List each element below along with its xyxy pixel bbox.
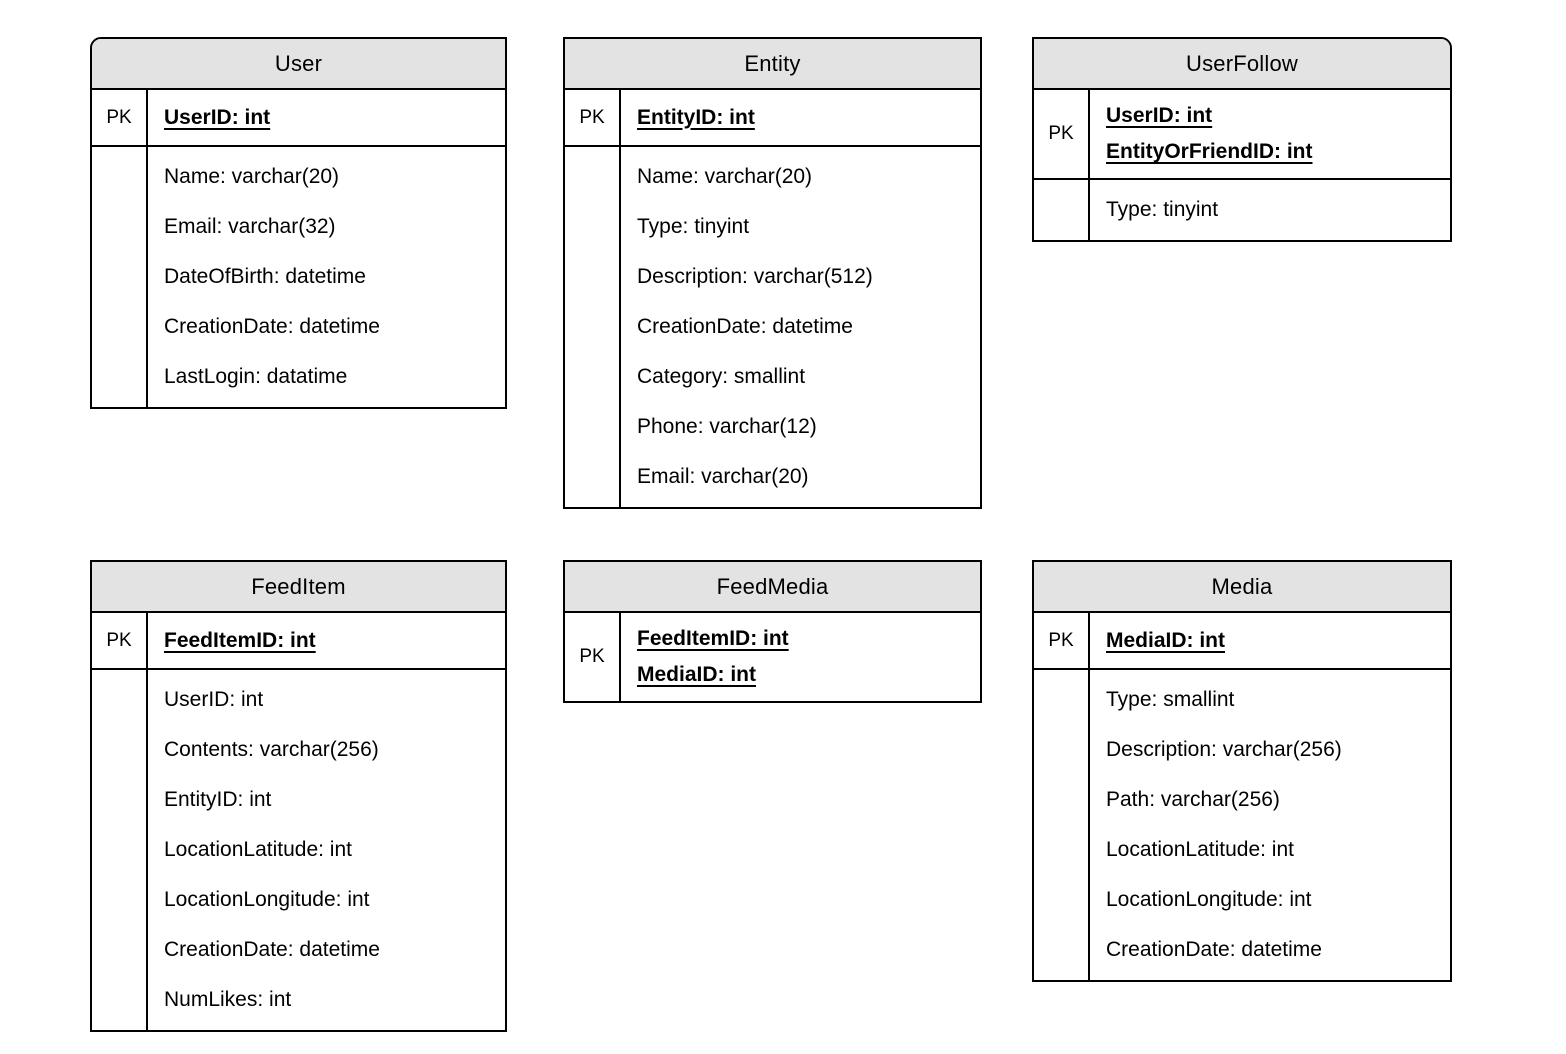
pk-label: PK [1034,90,1090,178]
table-field: Path: varchar(256) [1106,788,1280,811]
pk-label: PK [565,613,621,701]
attributes-row: Type: tinyint [1034,180,1450,240]
pk-field: EntityOrFriendID: int [1106,140,1313,163]
table-fields: Name: varchar(20) Email: varchar(32) DateO… [148,147,505,407]
table-field: UserID: int [164,688,264,711]
table-field: Email: varchar(20) [637,465,809,488]
table-title: FeedItem [92,562,505,613]
table-field: CreationDate: datetime [1106,938,1322,961]
table-field: LastLogin: datatime [164,365,348,388]
table-title: FeedMedia [565,562,980,613]
pk-field: EntityID: int [637,105,755,129]
table-field: LocationLatitude: int [164,838,352,861]
pk-field: UserID: int [1106,104,1213,127]
primary-key-row: PK EntityID: int [565,90,980,147]
pk-label: PK [1034,613,1090,668]
pk-gutter-empty [565,147,621,507]
table-field: Description: varchar(256) [1106,738,1342,761]
pk-field: UserID: int [164,105,271,129]
table-field: CreationDate: datetime [164,938,380,961]
table-title: Media [1034,562,1450,613]
pk-fields: FeedItemID: int [148,613,505,668]
table-title: Entity [565,39,980,90]
table-field: Name: varchar(20) [164,165,340,188]
table-field: LocationLatitude: int [1106,838,1294,861]
table-field: Type: tinyint [1106,198,1219,221]
attributes-row: Name: varchar(20) Email: varchar(32) DateO… [92,147,505,407]
table-field: Name: varchar(20) [637,165,813,188]
pk-gutter-empty [92,670,148,1030]
pk-field: FeedItemID: int [637,627,789,650]
primary-key-row: PK UserID: int [92,90,505,147]
table-field: Phone: varchar(12) [637,415,817,438]
pk-field: MediaID: int [637,663,756,686]
er-table-user: User PK UserID: int Name: varchar(20) Ema… [90,37,507,409]
table-field: Type: tinyint [637,215,750,238]
er-table-entity: Entity PK EntityID: int Name: varchar(20… [563,37,982,509]
pk-fields: MediaID: int [1090,613,1450,668]
table-field: EntityID: int [164,788,272,811]
pk-fields: EntityID: int [621,90,980,145]
table-title: UserFollow [1034,39,1450,90]
pk-label: PK [92,90,148,145]
table-field: Contents: varchar(256) [164,738,379,761]
table-field: CreationDate: datetime [164,315,380,338]
table-field: Type: smallint [1106,688,1235,711]
table-field: LocationLongitude: int [1106,888,1312,911]
pk-label: PK [92,613,148,668]
table-field: LocationLongitude: int [164,888,370,911]
pk-field: FeedItemID: int [164,628,316,652]
pk-field: MediaID: int [1106,628,1225,652]
table-fields: Type: tinyint [1090,180,1450,240]
table-field: NumLikes: int [164,988,292,1011]
table-title: User [92,39,505,90]
pk-gutter-empty [92,147,148,407]
pk-fields: UserID: int [148,90,505,145]
table-field: Category: smallint [637,365,806,388]
pk-label: PK [565,90,621,145]
primary-key-row: PK FeedItemID: int [92,613,505,670]
table-field: Email: varchar(32) [164,215,336,238]
table-field: DateOfBirth: datetime [164,265,366,288]
table-field: CreationDate: datetime [637,315,853,338]
pk-gutter-empty [1034,180,1090,240]
pk-gutter-empty [1034,670,1090,980]
primary-key-row: PK MediaID: int [1034,613,1450,670]
table-field: Description: varchar(512) [637,265,873,288]
